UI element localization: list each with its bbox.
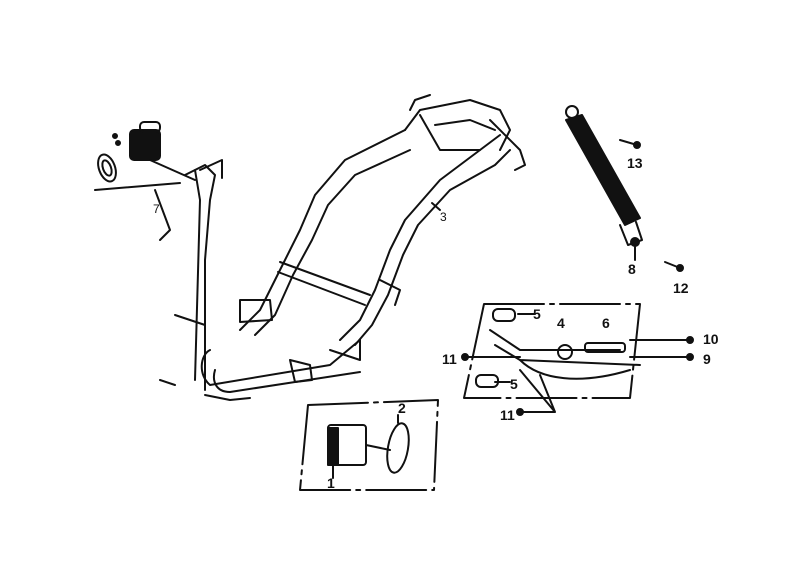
- callout-1: 1: [327, 475, 335, 491]
- main-frame: [159, 94, 526, 401]
- callout-11a: 11: [442, 351, 457, 367]
- callout-12: 12: [673, 280, 689, 296]
- bolt-12: [664, 261, 684, 272]
- callout-10: 10: [703, 331, 719, 347]
- callout-5a: 5: [533, 306, 541, 322]
- steering-head-parts: [94, 121, 196, 241]
- callout-9: 9: [703, 351, 711, 367]
- callout-5b: 5: [510, 376, 518, 392]
- bolt-13: [619, 139, 641, 149]
- callout-11b: 11: [500, 407, 515, 423]
- callout-2: 2: [398, 400, 406, 416]
- rear-shock-absorber: [565, 105, 643, 247]
- callout-7: 7: [153, 202, 160, 216]
- cover-parts-box: [299, 399, 439, 491]
- callout-6: 6: [602, 315, 610, 331]
- stand-assembly-box: [461, 303, 694, 416]
- callout-13: 13: [627, 155, 643, 171]
- callout-8: 8: [628, 261, 636, 277]
- callout-3: 3: [440, 210, 447, 224]
- callout-4: 4: [557, 315, 565, 331]
